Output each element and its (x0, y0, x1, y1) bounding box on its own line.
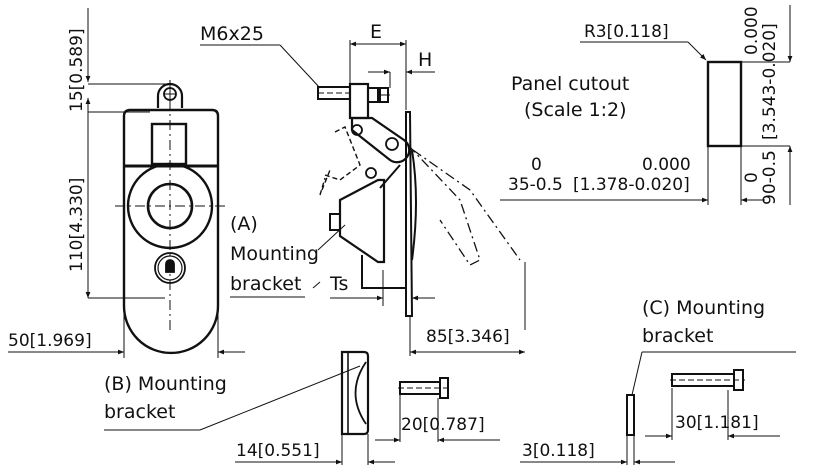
panel-cutout-scale: (Scale 1:2) (524, 99, 627, 121)
top-height-dim: 15[0.589] (67, 28, 87, 112)
cutout-width-tol-upper: 0 (531, 155, 542, 175)
cutout-height-in: [3.543-0.020] (760, 23, 780, 140)
dim-e-label: E (370, 21, 382, 43)
side-view (317, 82, 526, 330)
dim-h-label: H (418, 49, 432, 71)
front-dimensions (8, 8, 245, 358)
bracket-b (104, 350, 500, 465)
body-width-dim: 50[1.969] (8, 331, 92, 351)
cutout-height-tol-upper: 0 (742, 172, 762, 183)
bracket-c-screw-dim: 30[1.181] (675, 413, 759, 433)
front-view (115, 80, 228, 355)
bracket-c-label-1: (C) Mounting (642, 297, 765, 319)
bracket-b-width-dim: 14[0.551] (236, 441, 320, 461)
cutout-height-mm: 90-0.5 (760, 150, 780, 205)
screw-label-m6x25: M6x25 (200, 23, 264, 45)
bracket-b-screw-dim: 20[0.787] (401, 415, 485, 435)
bracket-a-label-3: bracket (230, 273, 301, 295)
bracket-a-label-2: Mounting (230, 243, 319, 265)
bracket-c (520, 351, 796, 465)
side-dimensions (200, 40, 525, 356)
bracket-a-label-1: (A) (230, 213, 258, 235)
handle-reach-dim: 85[3.346] (426, 327, 510, 347)
cutout-height-in-tol-upper: 0.000 (742, 6, 762, 55)
body-height-dim: 110[4.330] (67, 178, 87, 272)
bracket-b-label-2: bracket (104, 401, 175, 423)
cutout-width-in-tol-upper: 0.000 (642, 155, 691, 175)
bracket-b-label-1: (B) Mounting (104, 373, 227, 395)
bracket-c-label-2: bracket (642, 325, 713, 347)
cutout-width-in: [1.378-0.020] (573, 175, 690, 195)
panel-cutout (500, 5, 793, 205)
ts-label: Ts (329, 273, 348, 295)
bracket-c-width-dim: 3[0.118] (522, 441, 595, 461)
radius-label: R3[0.118] (584, 22, 669, 42)
panel-cutout-title: Panel cutout (511, 73, 629, 95)
cutout-width-mm: 35-0.5 (508, 175, 563, 195)
